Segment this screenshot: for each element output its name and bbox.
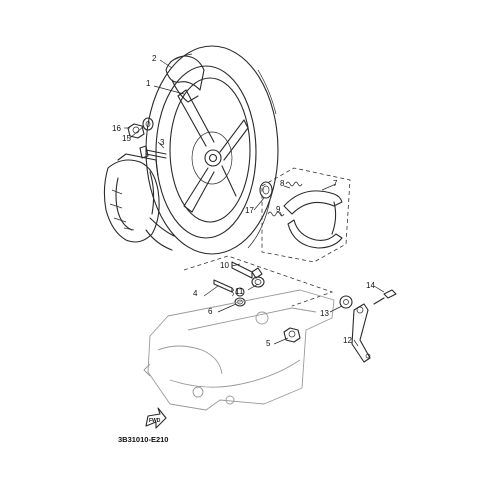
crankcase-outline <box>143 289 335 411</box>
brake-shoe-kit-box <box>261 167 351 263</box>
spacer-17 <box>259 181 273 199</box>
callout-12: 12 <box>343 336 352 345</box>
callout-11: 11 <box>235 287 244 296</box>
callouts: 1 2 3 4 5 6 7 8 9 10 11 12 13 14 15 16 1… <box>112 54 375 348</box>
shaft-4 <box>213 279 245 297</box>
rear-wheel <box>169 77 251 223</box>
fwd-label: FWD <box>149 418 161 424</box>
callout-16: 16 <box>112 124 121 133</box>
callout-2: 2 <box>152 54 157 63</box>
nut-5 <box>283 327 301 343</box>
rear-tire <box>145 45 279 255</box>
callout-15: 15 <box>122 134 131 143</box>
washer-15 <box>142 117 154 131</box>
callout-13: 13 <box>320 309 329 318</box>
callout-3: 3 <box>160 138 165 147</box>
callout-5: 5 <box>266 339 271 348</box>
brake-cam-lever-12 <box>351 303 371 363</box>
forward-direction-icon: FWD <box>145 407 167 429</box>
callout-14: 14 <box>366 281 375 290</box>
brake-camshaft-10 <box>231 261 263 279</box>
callout-4: 4 <box>193 289 198 298</box>
leader-lines <box>124 59 385 347</box>
callout-10: 10 <box>220 261 229 270</box>
callout-9: 9 <box>276 205 281 214</box>
callout-17: 17 <box>245 206 254 215</box>
bolt-3 <box>139 145 167 159</box>
diagram-code: 3B31010-E210 <box>118 435 168 444</box>
callout-6: 6 <box>208 307 213 316</box>
bolt-14 <box>373 289 397 305</box>
tire-segment <box>165 55 205 103</box>
callout-7: 7 <box>333 179 338 188</box>
washer-13 <box>339 295 353 309</box>
hub-flange <box>103 153 160 243</box>
callout-1: 1 <box>146 79 151 88</box>
seal-11 <box>251 276 265 288</box>
callout-8: 8 <box>280 179 285 188</box>
